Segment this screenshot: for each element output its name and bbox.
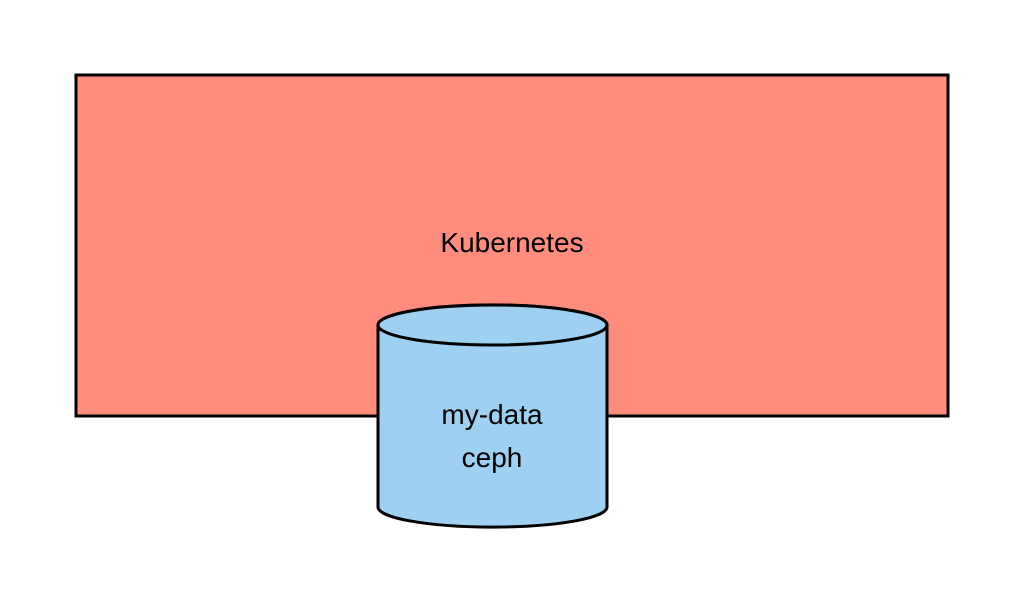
cylinder-top-ellipse: [376, 303, 609, 347]
storage-volume-node[interactable]: my-data ceph: [376, 303, 609, 529]
kubernetes-label: Kubernetes: [440, 227, 583, 258]
volume-name-label: my-data: [441, 399, 543, 430]
volume-type-label: ceph: [462, 442, 523, 473]
